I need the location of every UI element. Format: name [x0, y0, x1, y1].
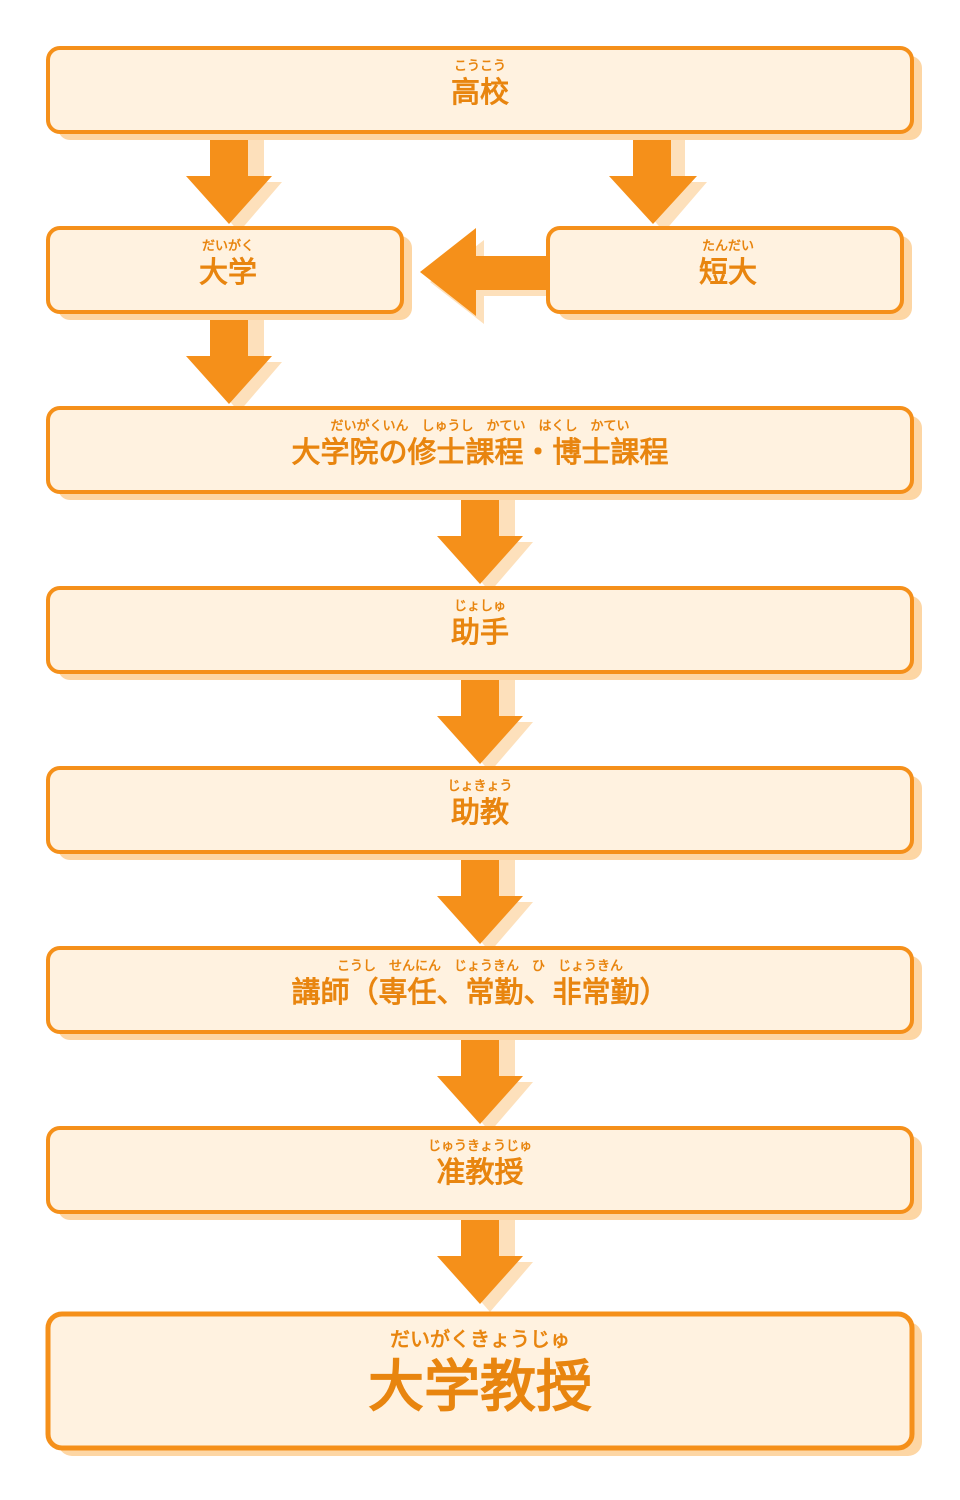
- box-daigaku-label: 大学: [199, 255, 257, 289]
- box-jokyou: じょきょう 助教: [46, 766, 922, 860]
- arrow-koukou-to-tandai: [609, 132, 707, 232]
- arrow-daigakuin-to-joshu: [437, 492, 533, 592]
- box-daigaku-ruby: だいがく: [202, 238, 254, 254]
- box-tandai-label: 短大: [699, 255, 757, 289]
- box-koukou: こうこう 高校: [46, 46, 922, 140]
- box-daigakuin-label: 大学院の修士課程・博士課程: [291, 435, 668, 469]
- box-junkyouju-label: 准教授: [436, 1155, 523, 1189]
- box-daigakuin-ruby: だいがくいん しゅうし かてい はくし かてい: [330, 418, 629, 434]
- box-jokyou-ruby: じょきょう: [447, 779, 512, 794]
- arrows: [186, 132, 707, 1312]
- box-daigaku-kyouju-ruby: だいがくきょうじゅ: [390, 1327, 570, 1351]
- box-tandai-ruby: たんだい: [702, 239, 754, 254]
- box-joshu-ruby: じょしゅ: [454, 599, 506, 614]
- box-joshu-label: 助手: [451, 615, 509, 649]
- box-junkyouju: じゅうきょうじゅ 准教授: [46, 1126, 922, 1220]
- box-jokyou-label: 助教: [451, 795, 509, 829]
- arrow-koukou-to-daigaku: [186, 132, 282, 232]
- box-daigakuin: だいがくいん しゅうし かてい はくし かてい 大学院の修士課程・博士課程: [46, 406, 922, 500]
- arrow-tandai-to-daigaku: [420, 228, 560, 324]
- box-koushi: こうし せんにん じょうきん ひ じょうきん 講師（専任、常勤、非常勤）: [46, 946, 922, 1040]
- arrow-daigaku-to-daigakuin: [186, 312, 282, 412]
- box-koukou-ruby: こうこう: [454, 59, 506, 74]
- arrow-jokyou-to-koushi: [437, 852, 533, 952]
- arrow-joshu-to-jokyou: [437, 672, 533, 772]
- box-daigaku-kyouju: だいがくきょうじゅ 大学教授: [45, 1311, 922, 1456]
- box-tandai: たんだい 短大: [546, 226, 912, 320]
- box-daigaku: だいがく 大学: [46, 226, 412, 320]
- box-koukou-label: 高校: [451, 75, 509, 109]
- box-koushi-label: 講師（専任、常勤、非常勤）: [291, 975, 668, 1009]
- box-junkyouju-ruby: じゅうきょうじゅ: [428, 1139, 532, 1154]
- box-koushi-ruby: こうし せんにん じょうきん ひ じょうきん: [337, 959, 623, 974]
- box-joshu: じょしゅ 助手: [46, 586, 922, 680]
- arrow-koushi-to-junkyouju: [437, 1032, 533, 1132]
- box-daigaku-kyouju-label: 大学教授: [368, 1355, 592, 1420]
- arrow-junkyouju-to-daigaku-kyouju: [437, 1212, 533, 1312]
